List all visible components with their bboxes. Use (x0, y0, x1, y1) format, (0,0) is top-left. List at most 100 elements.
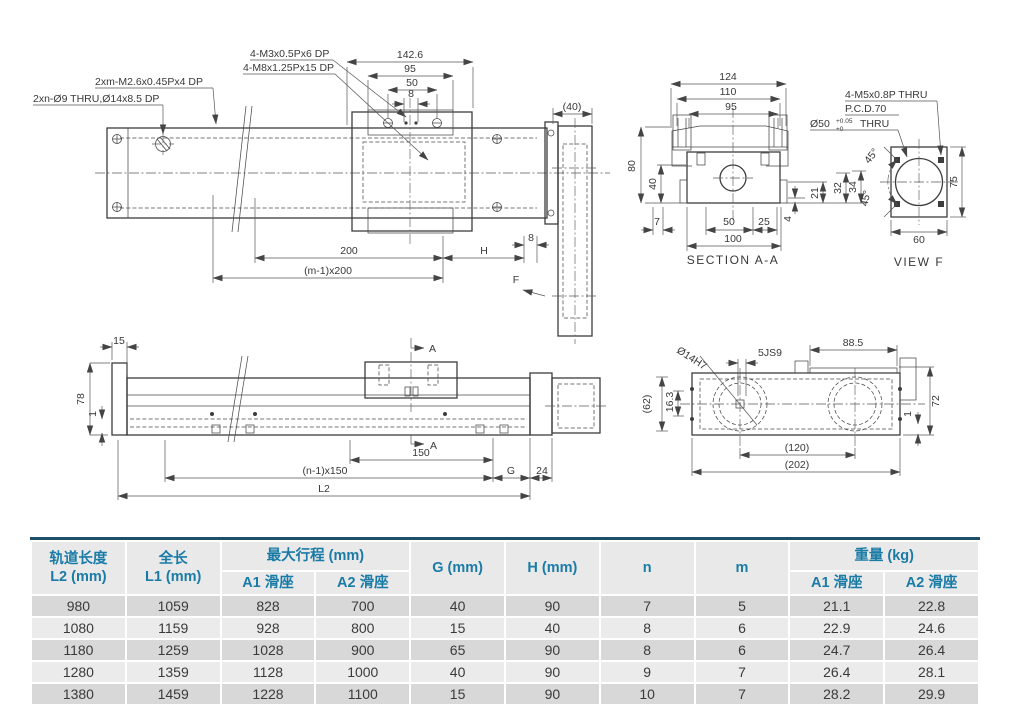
dim-150: 150 (412, 447, 430, 459)
dim-124: 124 (719, 71, 737, 83)
dim-78: 78 (75, 393, 87, 405)
dim-142-6: 142.6 (397, 49, 423, 61)
bore-tol-lower: +0 (836, 126, 844, 133)
col-header-g: G (mm) (411, 542, 504, 595)
table-cell: 700 (316, 596, 410, 617)
plan-view: 4-M3x0.5Px6 DP 4-M8x1.25Px15 DP 2xm-M2.6… (33, 48, 610, 344)
table-cell: 1259 (126, 640, 220, 661)
table-cell: 40 (505, 618, 599, 639)
callout-m26: 2xm-M2.6x0.45Px4 DP (95, 76, 203, 88)
table-cell: 1228 (221, 684, 315, 705)
technical-drawing: 4-M3x0.5Px6 DP 4-M8x1.25Px15 DP 2xm-M2.6… (33, 48, 966, 500)
dim-62: (62) (641, 395, 653, 414)
dim-100: 100 (724, 233, 742, 245)
table-cell: 24.7 (790, 640, 884, 661)
view-f: 45° 45° 75 60 4-M5x0.8P THRU P.C.D.70 Ø5… (810, 89, 966, 269)
callout-m5: 4-M5x0.8P THRU (845, 89, 927, 101)
dim-8-right: 8 (528, 232, 534, 244)
dim-200: 200 (340, 245, 358, 257)
table-cell: 40 (411, 596, 504, 617)
col-header-stroke-a1: A1 滑座 (221, 572, 315, 595)
table-cell: 1128 (221, 662, 315, 683)
dim-50: 50 (406, 77, 418, 89)
angle-45-top: 45° (862, 146, 881, 166)
table-cell: 7 (600, 596, 694, 617)
col-header-n: n (600, 542, 694, 595)
table-cell: 928 (221, 618, 315, 639)
dim-75: 75 (948, 176, 960, 188)
dim-40: (40) (563, 101, 582, 113)
col-header-weight-a1: A1 滑座 (790, 572, 884, 595)
table-cell: 29.9 (885, 684, 978, 705)
table-cell: 28.1 (885, 662, 978, 683)
callout-bore: Ø50 (810, 118, 830, 130)
table-cell: 26.4 (790, 662, 884, 683)
table-cell: 900 (316, 640, 410, 661)
table-cell: 6 (695, 618, 789, 639)
col-header-m: m (695, 542, 789, 595)
callout-o14h7: Ø14H7 (674, 344, 709, 372)
counterbore-hole (152, 133, 174, 155)
dim-72: 72 (930, 395, 942, 407)
dim-l2: L2 (318, 483, 330, 495)
table-cell: 22.9 (790, 618, 884, 639)
dim-m1x200: (m-1)x200 (304, 265, 352, 277)
angle-45-bottom: 45° (859, 189, 874, 207)
table-cell: 8 (600, 618, 694, 639)
section-mark-a-bottom: A (430, 440, 437, 452)
col-header-h: H (mm) (505, 542, 599, 595)
table-cell: 90 (505, 662, 599, 683)
carriage (351, 98, 473, 245)
callout-5js9: 5JS9 (758, 347, 782, 359)
table-cell: 22.8 (885, 596, 978, 617)
dim-16-3: 16.3 (664, 392, 676, 413)
dim-120: (120) (785, 442, 810, 454)
table-cell: 828 (221, 596, 315, 617)
table-cell: 1280 (32, 662, 125, 683)
table-cell: 1159 (126, 618, 220, 639)
col-header-max-stroke: 最大行程 (mm) (221, 542, 410, 570)
col-header-weight-a2: A2 滑座 (885, 572, 978, 595)
table-cell: 65 (411, 640, 504, 661)
dim-40-section: 40 (647, 178, 659, 190)
bolt-holes (112, 134, 502, 212)
dim-110: 110 (720, 86, 737, 98)
dim-7: 7 (654, 216, 660, 228)
table-cell: 1028 (221, 640, 315, 661)
table-cell: 90 (505, 684, 599, 705)
view-f-arrow-label: F (513, 274, 519, 286)
table-cell: 1380 (32, 684, 125, 705)
table-cell: 26.4 (885, 640, 978, 661)
dim-88-5: 88.5 (843, 337, 864, 349)
view-f-title: VIEW F (894, 255, 944, 269)
table-cell: 15 (411, 684, 504, 705)
bore-tol-upper: +0.05 (836, 118, 853, 125)
col-header-stroke-a2: A2 滑座 (316, 572, 410, 595)
table-cell: 15 (411, 618, 504, 639)
table-cell: 28.2 (790, 684, 884, 705)
table-cell: 7 (695, 684, 789, 705)
section-mark-a-top: A (429, 343, 436, 355)
table-cell: 980 (32, 596, 125, 617)
dim-80: 80 (626, 160, 638, 172)
table-cell: 90 (505, 640, 599, 661)
dim-95-section: 95 (725, 101, 737, 113)
callout-m8: 4-M8x1.25Px15 DP (243, 62, 334, 74)
table-cell: 21.1 (790, 596, 884, 617)
header-row-2: A1 滑座 A2 滑座 A1 滑座 A2 滑座 (32, 572, 978, 595)
table-cell: 7 (695, 662, 789, 683)
table-cell: 8 (600, 640, 694, 661)
callout-m3: 4-M3x0.5Px6 DP (250, 48, 329, 60)
dim-h: H (480, 245, 488, 257)
dim-15: 15 (113, 335, 125, 347)
dim-24: 24 (536, 465, 548, 477)
dim-21: 21 (809, 187, 821, 199)
section-aa-view: 124 110 95 80 40 7 50 25 100 (626, 71, 866, 267)
